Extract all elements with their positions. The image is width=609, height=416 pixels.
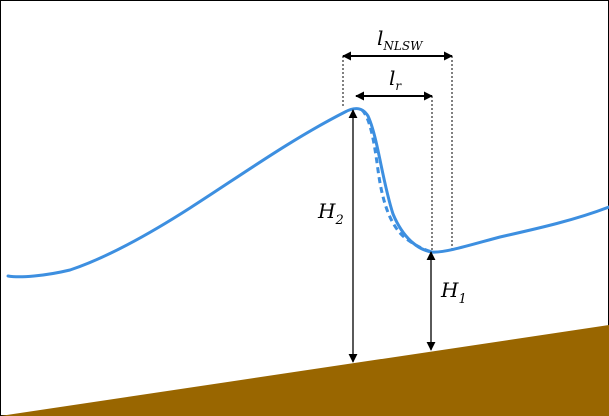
label-lnlsw: lNLSW	[377, 26, 424, 53]
label-h2: H2	[317, 199, 344, 228]
sloped-seabed	[0, 325, 609, 416]
wave-alternate-front-line	[360, 108, 433, 254]
label-h1: H1	[440, 278, 467, 307]
wave-profile-line	[6, 107, 609, 279]
label-lr: lr	[389, 66, 402, 93]
